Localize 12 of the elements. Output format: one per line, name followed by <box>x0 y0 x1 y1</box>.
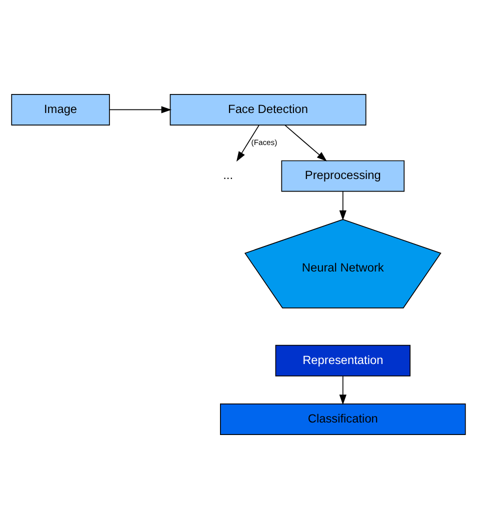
node-box: Representation <box>275 344 410 376</box>
node-box: Classification <box>220 403 466 435</box>
node-text: ... <box>223 168 234 182</box>
arrow <box>236 124 260 162</box>
arrow <box>284 124 327 161</box>
arrow <box>339 190 346 220</box>
arrow <box>339 375 346 404</box>
node-box: Preprocessing <box>281 160 405 192</box>
arrow <box>109 106 172 113</box>
node-box: Image <box>11 93 110 125</box>
edge-label: (Faces) <box>251 137 278 146</box>
node-box: Face Detection <box>170 93 366 125</box>
